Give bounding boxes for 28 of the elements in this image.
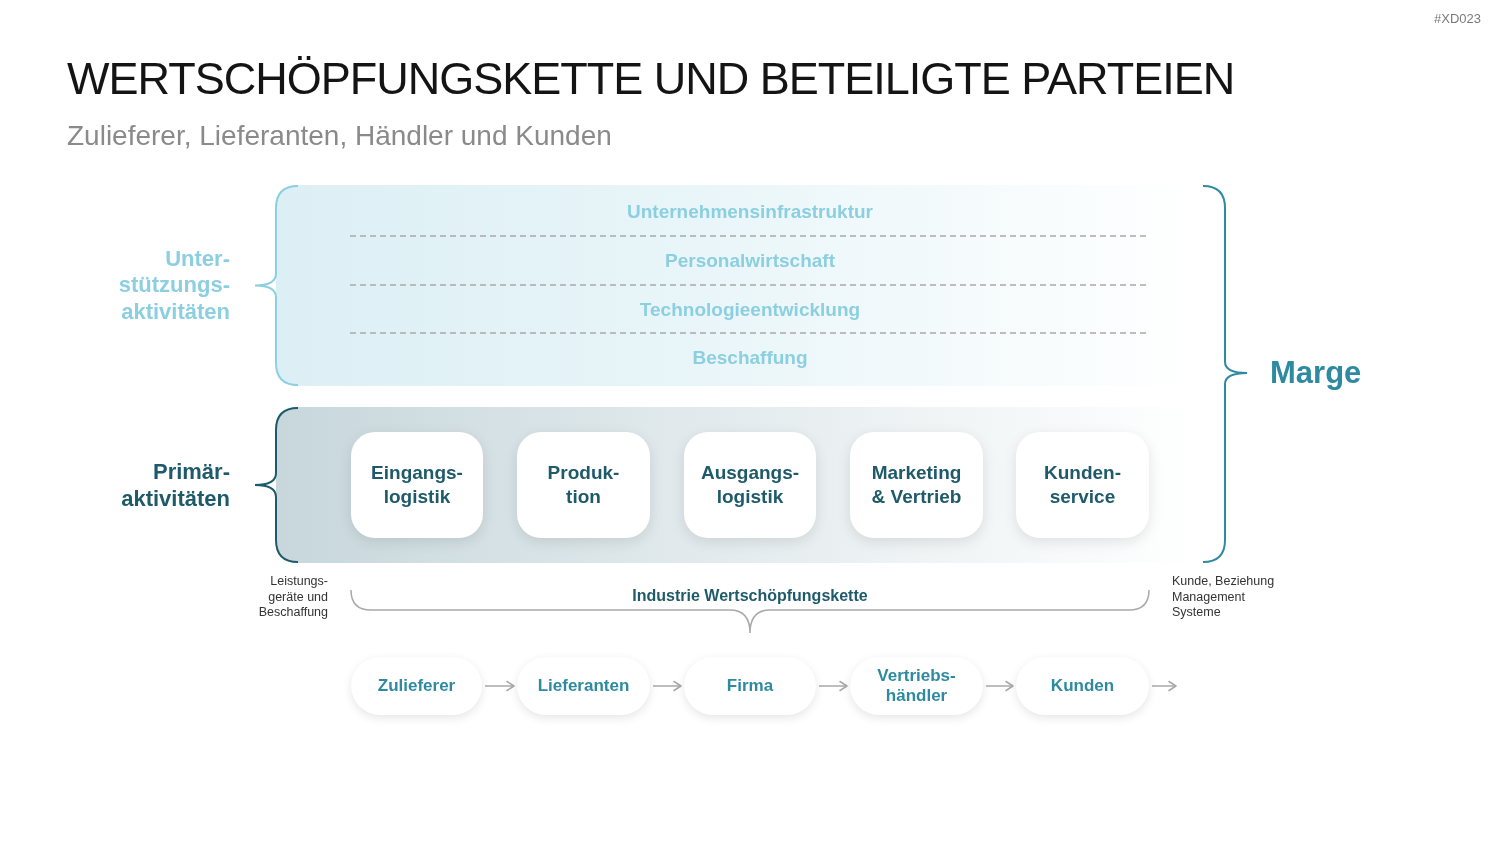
activity-label: Personalwirtschaft [665, 248, 835, 272]
activity-card: Ausgangs- logistik [684, 432, 816, 538]
note-text: Kunde, Beziehung Management Systeme [1172, 574, 1276, 621]
stakeholder-pill: Kunden [1016, 657, 1149, 715]
stakeholder-pill: Firma [684, 657, 816, 715]
arrow [818, 680, 848, 692]
stakeholder-pill: Vertriebs- händler [850, 657, 983, 715]
arrow [484, 680, 515, 692]
arrow [652, 680, 682, 692]
bracket-label: Industrie Wertschöpfungskette [632, 586, 868, 606]
stakeholder-pill: Zulieferer [351, 657, 482, 715]
slide-code: #XD023 [1434, 11, 1481, 27]
activity-label: Beschaffung [692, 345, 808, 369]
subtitle: Zulieferer, Lieferanten, Händler und Kunden [67, 119, 612, 153]
activity-label: Technologieentwicklung [639, 297, 861, 321]
stakeholder-pill: Lieferanten [517, 657, 650, 715]
activity-card: Marketing & Vertrieb [850, 432, 983, 538]
arrow [985, 680, 1014, 692]
activity-card: Eingangs- logistik [351, 432, 483, 538]
group-heading: Unter- stützungs- aktivitäten [117, 245, 230, 326]
group-heading: Primär- aktivitäten [120, 458, 230, 512]
note-text: Leistungs- geräte und Beschaffung [257, 574, 328, 621]
arrow [1151, 680, 1177, 692]
activity-card: Produk- tion [517, 432, 650, 538]
margin-label: Marge [1270, 355, 1362, 391]
activity-card: Kunden- service [1016, 432, 1149, 538]
activity-label: Unternehmensinfrastruktur [627, 199, 873, 223]
title: WERTSCHÖPFUNGSKETTE UND BETEILIGTE PARTEIEN [67, 52, 1235, 106]
